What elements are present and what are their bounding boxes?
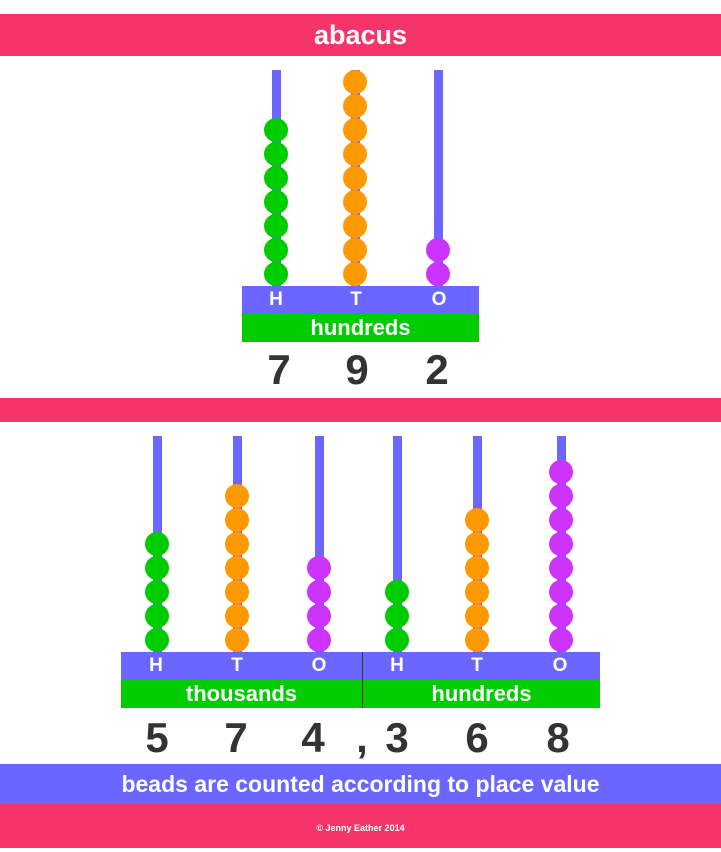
place-letter-h-thousands: H <box>149 652 163 680</box>
digit-hundreds: 7 <box>267 346 290 394</box>
abacus1-hundreds-bead <box>264 214 288 238</box>
place-letter-t-hundreds: T <box>471 652 483 680</box>
group-divider <box>362 652 363 708</box>
abacus1-hundreds-bead <box>264 190 288 214</box>
abacus1-hundreds-bead <box>264 166 288 190</box>
place-letter-o-hundreds: O <box>553 652 568 680</box>
abacus1-hundreds-bead <box>264 262 288 286</box>
abacus2-tens-bead <box>225 532 249 556</box>
abacus1-ones-bead <box>426 238 450 262</box>
place-letter-t-thousands: T <box>231 652 243 680</box>
title-banner: abacus <box>0 14 721 56</box>
abacus1-tens-bead <box>343 238 367 262</box>
abacus2-tens-bead <box>465 604 489 628</box>
abacus1-hundreds-bead <box>264 238 288 262</box>
abacus2-tens-bead <box>465 556 489 580</box>
abacus2-tens-bead <box>465 628 489 652</box>
abacus1-tens-bead <box>343 190 367 214</box>
abacus2-ones-bead <box>307 628 331 652</box>
place-letter-h: H <box>269 286 283 314</box>
digit-hundred-thousands: 5 <box>145 714 168 762</box>
abacus2-hundreds-bead <box>145 532 169 556</box>
digit-ten-thousands: 7 <box>224 714 247 762</box>
abacus2-tens-bead <box>225 556 249 580</box>
abacus2-hundreds-bead <box>145 580 169 604</box>
abacus1-tens-bead <box>343 70 367 94</box>
abacus2-tens-bead <box>225 484 249 508</box>
abacus2-ones-bead <box>307 580 331 604</box>
abacus2-tens-bead <box>465 580 489 604</box>
thousands-label: thousands <box>121 680 362 708</box>
thousands-separator: , <box>356 714 368 762</box>
digit-thousands: 4 <box>301 714 324 762</box>
abacus2-ones-bead <box>549 604 573 628</box>
abacus2-ones-bead <box>549 580 573 604</box>
abacus2-ones-bead <box>549 556 573 580</box>
abacus2-hundreds-bead <box>385 580 409 604</box>
abacus2-tens-bead <box>225 604 249 628</box>
divider-band <box>0 398 721 422</box>
abacus2-hundreds-bead <box>385 628 409 652</box>
abacus1-hundreds-bead <box>264 118 288 142</box>
digit-hundreds-2: 3 <box>385 714 408 762</box>
abacus1-hundreds-bead <box>264 142 288 166</box>
place-value-bar: H T O <box>242 286 479 314</box>
abacus2-ones-bead <box>549 508 573 532</box>
abacus1-tens-bead <box>343 166 367 190</box>
copyright-banner: © Jenny Eather 2014 <box>0 804 721 848</box>
abacus2-tens-bead <box>465 508 489 532</box>
abacus1-tens-bead <box>343 214 367 238</box>
abacus1-tens-bead <box>343 142 367 166</box>
abacus2-tens-bead <box>225 628 249 652</box>
digit-ones: 2 <box>425 346 448 394</box>
abacus1-ones-bead <box>426 262 450 286</box>
place-letter-h-hundreds: H <box>390 652 404 680</box>
digit-tens: 9 <box>345 346 368 394</box>
abacus2-ones-bead <box>549 628 573 652</box>
abacus2-ones-bead <box>307 556 331 580</box>
abacus2-hundreds-bead <box>145 628 169 652</box>
abacus1-tens-bead <box>343 118 367 142</box>
place-letter-o-thousands: O <box>312 652 327 680</box>
hundreds-label-2: hundreds <box>363 680 600 708</box>
abacus2-tens-bead <box>225 580 249 604</box>
abacus1-tens-bead <box>343 94 367 118</box>
abacus2-hundreds-bead <box>385 604 409 628</box>
place-value-bar-2: H T O H T O <box>121 652 600 680</box>
caption-banner: beads are counted according to place val… <box>0 764 721 804</box>
hundreds-label: hundreds <box>242 314 479 342</box>
abacus2-tens-bead <box>465 532 489 556</box>
abacus2-ones-bead <box>549 484 573 508</box>
abacus2-ones-bead <box>549 460 573 484</box>
place-letter-o: O <box>432 286 447 314</box>
digit-ones-2: 8 <box>546 714 569 762</box>
abacus2-ones-bead <box>307 604 331 628</box>
abacus2-tens-bead <box>225 508 249 532</box>
abacus1-tens-bead <box>343 262 367 286</box>
abacus2-ones-bead <box>549 532 573 556</box>
digit-tens-2: 6 <box>465 714 488 762</box>
abacus2-hundreds-bead <box>145 604 169 628</box>
abacus2-hundreds-bead <box>145 556 169 580</box>
place-letter-t: T <box>350 286 362 314</box>
